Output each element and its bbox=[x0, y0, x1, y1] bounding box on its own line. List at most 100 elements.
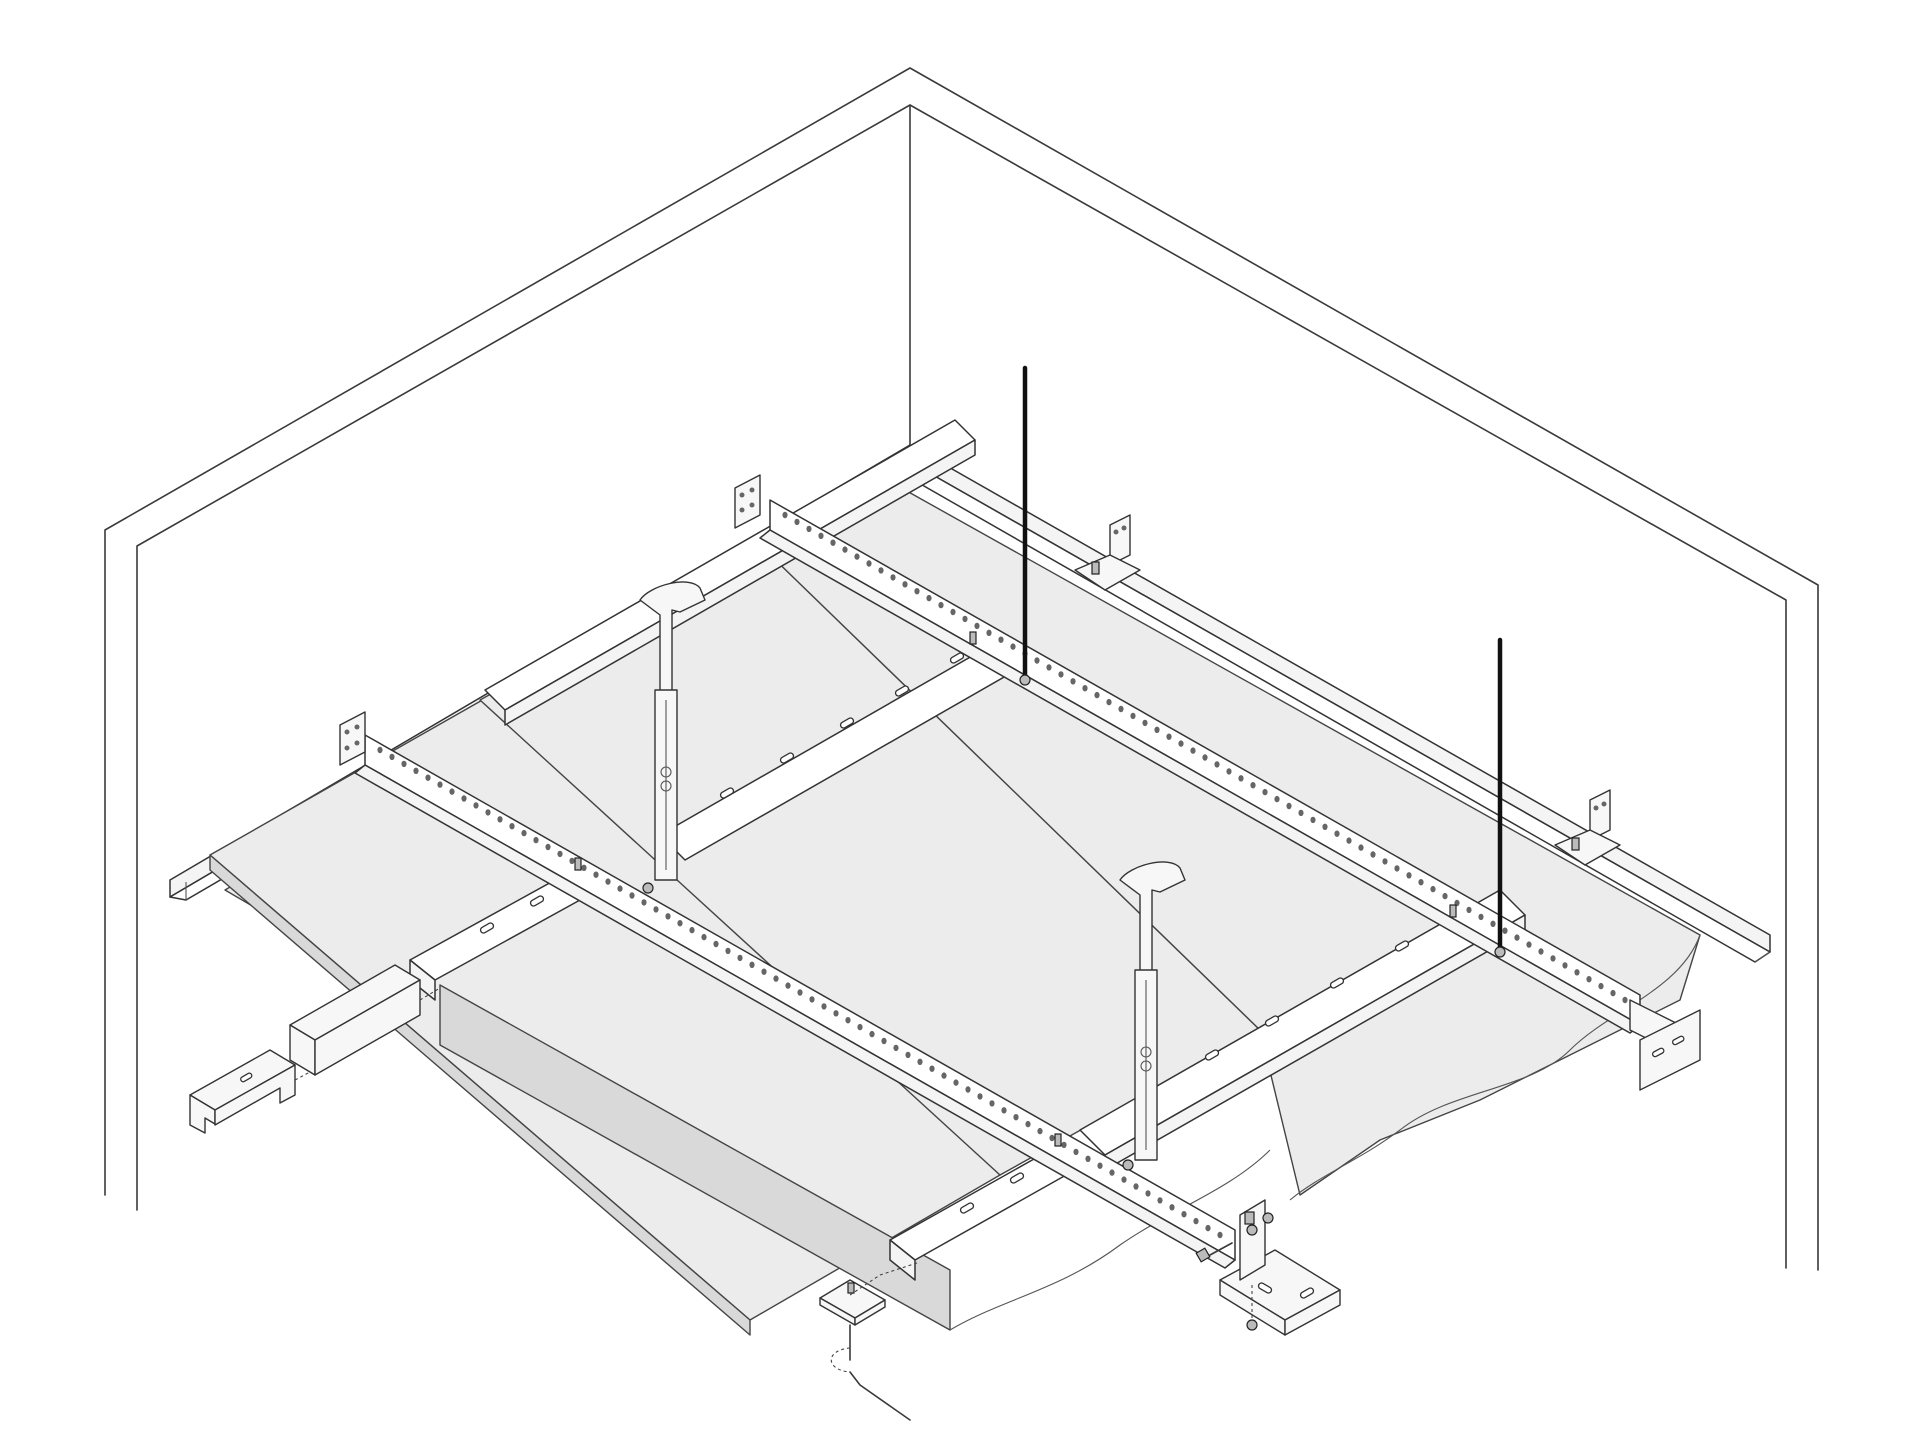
rail-hole bbox=[998, 636, 1004, 643]
adjustable-hanger-right bbox=[1119, 861, 1186, 1161]
rail-hole bbox=[1133, 1183, 1139, 1190]
rail-hole bbox=[1358, 844, 1364, 851]
rail-hole bbox=[1346, 837, 1352, 844]
wall-bracket-right-upper bbox=[1074, 514, 1141, 591]
rail-hole bbox=[818, 532, 824, 539]
rail-hole bbox=[1178, 740, 1184, 747]
rail-hole bbox=[1109, 1169, 1115, 1176]
wall-bracket-front-left bbox=[339, 711, 366, 766]
rail-hole bbox=[1586, 976, 1592, 983]
rail-hole bbox=[617, 885, 623, 892]
rail-hole bbox=[938, 601, 944, 609]
rail-hole bbox=[1118, 705, 1124, 713]
rail-hole bbox=[1037, 1127, 1043, 1135]
cross-tee-slots bbox=[719, 652, 965, 799]
rail-hole bbox=[1202, 754, 1208, 761]
rail-hole bbox=[1157, 1197, 1163, 1204]
rail-hole bbox=[989, 1100, 995, 1107]
rail-hole bbox=[1490, 920, 1496, 927]
rail-hole bbox=[773, 975, 779, 982]
rail-hole bbox=[917, 1058, 923, 1066]
rail-hole bbox=[857, 1023, 863, 1031]
wall-bracket-back-left bbox=[734, 474, 761, 529]
cross-tee-lower bbox=[1079, 889, 1526, 1171]
rail-hole bbox=[1310, 816, 1316, 824]
rail-hole bbox=[485, 809, 491, 816]
rail-hole bbox=[965, 1086, 971, 1093]
rail-hole bbox=[1526, 941, 1532, 948]
rail-hole bbox=[1142, 719, 1148, 727]
rail-hole bbox=[926, 594, 932, 602]
corner-bracket-assembly bbox=[1195, 1199, 1341, 1336]
rail-hole bbox=[1574, 969, 1580, 976]
rail-hole bbox=[569, 857, 575, 865]
threaded-hanger-rods bbox=[1019, 365, 1506, 958]
rail-hole bbox=[821, 1003, 827, 1010]
rail-hole bbox=[1466, 906, 1472, 914]
rail-hole bbox=[377, 746, 383, 754]
rail-hole bbox=[797, 989, 803, 996]
rail-hole bbox=[881, 1037, 887, 1045]
rail-hole bbox=[1250, 782, 1256, 789]
rail-hole bbox=[1070, 678, 1076, 685]
rail-hole bbox=[845, 1017, 851, 1024]
rail-hole bbox=[1205, 1224, 1211, 1232]
rail-hole bbox=[497, 816, 503, 823]
rail-hole bbox=[1058, 671, 1064, 678]
rail-hole bbox=[581, 864, 587, 871]
rail-hole bbox=[941, 1072, 947, 1079]
runner-slots-right bbox=[959, 1172, 1025, 1214]
rail-hole bbox=[1322, 823, 1328, 830]
rail-hole bbox=[1145, 1190, 1151, 1197]
rail-hole bbox=[1010, 643, 1016, 650]
rail-hole bbox=[413, 767, 419, 774]
rail-hole bbox=[977, 1093, 983, 1100]
rail-hole bbox=[725, 947, 731, 955]
rail-hole bbox=[1274, 795, 1280, 803]
adjustable-hanger-left bbox=[639, 581, 706, 881]
rail-hole bbox=[1622, 996, 1628, 1004]
rail-hole bbox=[905, 1051, 911, 1059]
rail-hole bbox=[962, 615, 968, 623]
rail-hole bbox=[794, 518, 800, 526]
rail-hole bbox=[785, 982, 791, 989]
rail-hole bbox=[401, 760, 407, 768]
rail-hole bbox=[1085, 1155, 1091, 1163]
rail-hole bbox=[545, 843, 551, 851]
rail-hole bbox=[521, 829, 527, 837]
rail-hole bbox=[473, 802, 479, 809]
rail-hole bbox=[902, 581, 908, 588]
rail-hole bbox=[878, 567, 884, 574]
rail-hole bbox=[866, 560, 872, 567]
rail-perforations-back bbox=[782, 511, 1628, 1004]
rail-hole bbox=[1181, 1211, 1187, 1218]
channel-splice-connectors bbox=[189, 964, 441, 1134]
rail-hole bbox=[641, 899, 647, 906]
rail-hole bbox=[1598, 982, 1604, 990]
rail-hole bbox=[1394, 865, 1400, 872]
rail-hole bbox=[1046, 664, 1052, 671]
rail-hole bbox=[1169, 1204, 1175, 1211]
rail-hole bbox=[1214, 761, 1220, 768]
rail-hole bbox=[1121, 1176, 1127, 1183]
rail-hole bbox=[1097, 1162, 1103, 1169]
rail-hole bbox=[950, 608, 956, 616]
rail-hole bbox=[1193, 1217, 1199, 1225]
rail-hole bbox=[842, 546, 848, 553]
rail-hole bbox=[605, 878, 611, 885]
rail-hole bbox=[713, 940, 719, 948]
rail-hole bbox=[677, 920, 683, 927]
runner-slots-left bbox=[479, 895, 545, 934]
rail-hole bbox=[749, 961, 755, 968]
rail-hole bbox=[1034, 657, 1040, 664]
rail-hole bbox=[1217, 1231, 1223, 1239]
rail-hole bbox=[1298, 809, 1304, 817]
rail-hole bbox=[1430, 885, 1436, 893]
main-runner-right bbox=[889, 1149, 1076, 1281]
rail-hole bbox=[893, 1044, 899, 1052]
rail-hole bbox=[533, 836, 539, 844]
rail-hole bbox=[1262, 788, 1268, 796]
rail-hole bbox=[890, 574, 896, 581]
rail-hole bbox=[1013, 1114, 1019, 1121]
